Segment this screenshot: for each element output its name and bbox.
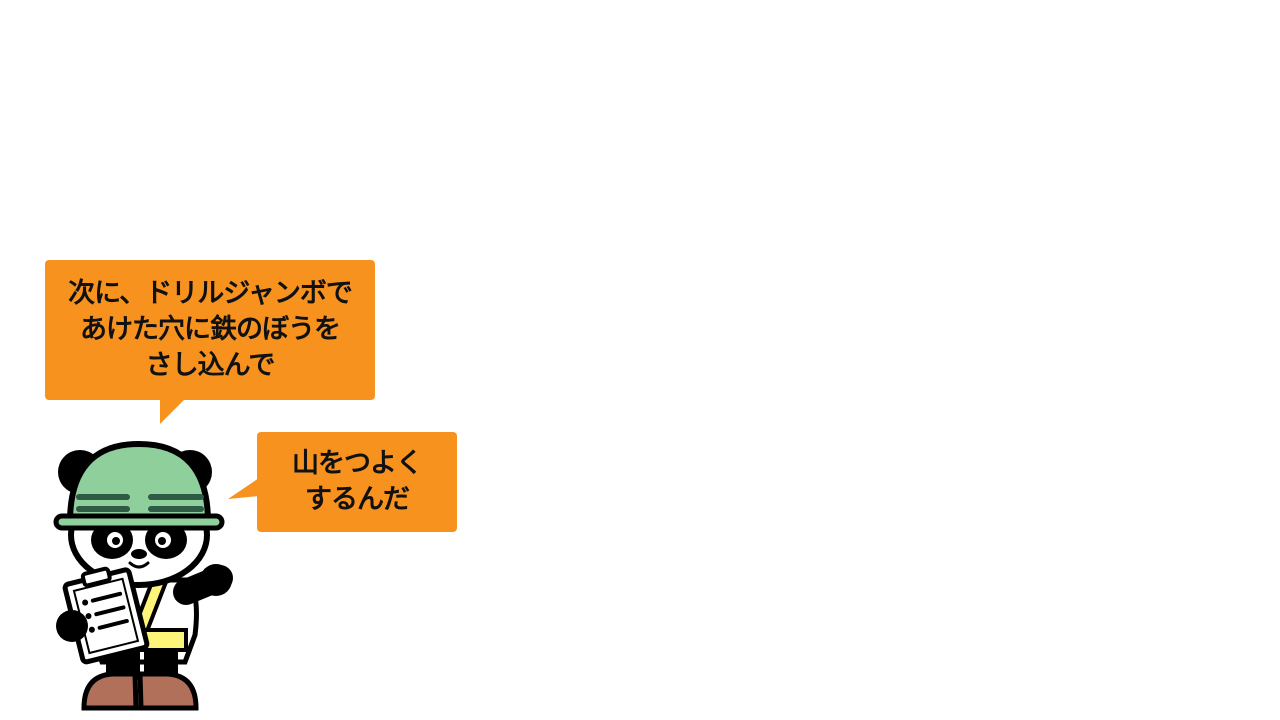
clipboard-icon: [62, 566, 150, 665]
panda-worker-icon: [53, 440, 233, 711]
speech-bubble-main: 次に、ドリルジャンボで あけた穴に鉄のぼうを さし込んで: [45, 260, 375, 400]
speech-bubble-side: 山をつよく するんだ: [257, 432, 457, 532]
speech-bubble-side-tail: [228, 478, 259, 499]
speech-bubble-main-tail: [160, 398, 186, 424]
